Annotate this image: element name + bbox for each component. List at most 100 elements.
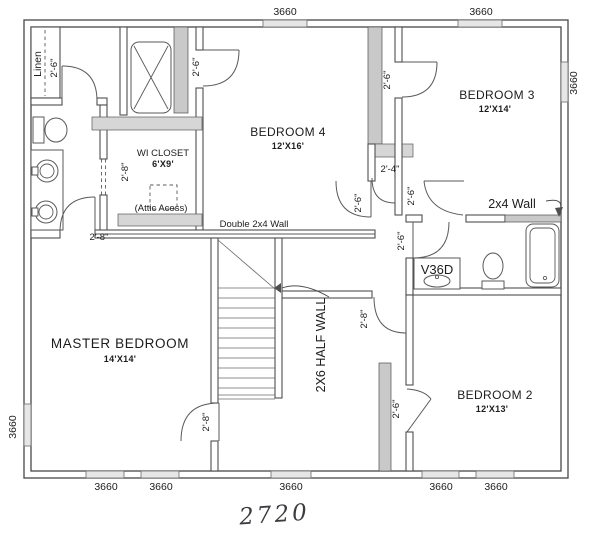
bedroom3-label: BEDROOM 3 [459, 88, 535, 102]
bath2-north-wall-b [465, 214, 506, 223]
stair-treads [218, 287, 275, 400]
fixtures [30, 41, 560, 290]
window-bottom-3 [270, 470, 312, 479]
stair-west-wall-b [210, 440, 219, 472]
bathroom-door [412, 221, 450, 259]
door-dim-2-6: 2'-6" [353, 194, 364, 213]
bedroom4-hall-door [335, 180, 372, 218]
window-dim-label: 3660 [7, 415, 19, 439]
bedroom4-east-chase [367, 26, 383, 145]
stair-west-wall-a [210, 237, 219, 404]
door-dim-2-8: 2'-8" [120, 163, 131, 182]
bath2-north-wall-2x4 [504, 214, 562, 223]
vanity-v36d-icon [413, 257, 461, 290]
window-dim-label: 3660 [429, 481, 453, 493]
master-bedroom-label: MASTER BEDROOM [51, 336, 189, 351]
bedroom4-label: BEDROOM 4 [250, 125, 326, 139]
hall-closet-shelf [370, 143, 414, 158]
bedroom2-west-wall-b [405, 431, 414, 472]
attic-access-hatch [149, 184, 178, 210]
window-right [560, 61, 569, 103]
wi-closet-west-wall-b [99, 194, 108, 233]
hall-corridor-door [373, 296, 407, 334]
window-top-1 [262, 19, 308, 28]
wall-type-labels: Double 2x4 Wall 2x4 Wall 2X6 HALF WALL V… [220, 197, 536, 392]
window-dim-label: 3660 [568, 71, 580, 95]
window-bottom-5 [475, 470, 515, 479]
annotation-arrows [274, 199, 563, 298]
master-bedroom-size: 14'X14' [104, 354, 136, 364]
staircase [217, 239, 276, 400]
windows [23, 19, 569, 479]
door-dimension-labels: 2'-6" 2'-6" 2'-6" 2'-6" 2'-6" 2'-6" 2'-6… [49, 58, 417, 432]
bedroom4-top-door [202, 49, 240, 87]
double-2x4-wall-label: Double 2x4 Wall [220, 219, 289, 230]
window-dim-label: 3660 [469, 6, 493, 18]
room-labels: MASTER BEDROOM 14'X14' BEDROOM 4 12'X16'… [32, 51, 535, 414]
door-dim-2-6: 2'-6" [49, 59, 60, 78]
bedroom4-west-wall-b [195, 87, 204, 233]
half-wall-arrowhead [274, 283, 281, 293]
stair-east-half-wall [274, 237, 283, 399]
corridor-east-wall [405, 257, 414, 296]
door-dim-2-6: 2'-6" [382, 71, 393, 90]
wi-closet-west-wall-a [99, 104, 108, 160]
wi-closet-label: WI CLOSET [137, 148, 189, 159]
window-bottom-4 [421, 470, 460, 479]
bath2-north-wall-a [405, 214, 423, 223]
toilet-icon [32, 116, 68, 144]
shower-east-chase [173, 26, 189, 114]
half-wall-poche [378, 362, 392, 472]
bedroom3-west-wall-a [394, 26, 403, 63]
doors [59, 49, 464, 442]
interior-walls [30, 26, 562, 472]
hall-closet-door [371, 177, 396, 204]
half-wall-arrow [281, 285, 330, 298]
bedroom2-size: 12'X13' [476, 404, 508, 414]
linen-label: Linen [32, 51, 44, 77]
wi-closet-shelf-top [91, 116, 203, 131]
bath-entry-door [61, 65, 98, 102]
wi-closet-shelf-bottom [117, 213, 203, 227]
bathtub-icon [525, 223, 560, 288]
door-dim-2-6: 2'-6" [396, 232, 407, 251]
bedroom3-door [401, 61, 438, 98]
2x4-wall-label: 2x4 Wall [488, 197, 535, 211]
window-dimension-labels: 3660 3660 3660 3660 3660 3660 3660 3660 … [7, 6, 580, 493]
window-left [23, 403, 32, 447]
window-dim-label: 3660 [484, 481, 508, 493]
bedroom4-size: 12'X16' [272, 141, 304, 151]
handwritten-note: 2720 [237, 500, 310, 531]
double-wall-a [30, 229, 61, 239]
double-vanity-icon [30, 149, 64, 231]
window-bottom-2 [140, 470, 180, 479]
door-dim-2-6: 2'-6" [191, 58, 202, 77]
door-dim-2-8: 2'-8" [201, 413, 212, 432]
2x6-half-wall-label: 2X6 HALF WALL [314, 298, 328, 393]
window-dim-label: 3660 [149, 481, 173, 493]
window-top-2 [457, 19, 503, 28]
attic-access-label: (Attic Acess) [135, 203, 188, 214]
bedroom2-west-wall-a [405, 294, 414, 386]
hall-south-wall [281, 290, 373, 299]
shower-icon [130, 41, 172, 114]
door-dim-2-8: 2'-8" [359, 310, 370, 329]
window-bottom-1 [85, 470, 125, 479]
bath-north-wall-b [96, 97, 108, 106]
stair-break-line [217, 239, 276, 290]
vanity-model-label: V36D [421, 262, 454, 277]
door-dim-2-6: 2'-6" [391, 400, 402, 419]
bedroom3-size: 12'X14' [479, 104, 511, 114]
window-dim-label: 3660 [273, 6, 297, 18]
door-dim-2-8: 2'-8" [90, 232, 109, 243]
bedroom4-west-wall-a [195, 26, 204, 51]
bedroom3-west-wall-b [394, 97, 403, 216]
door-dim-2-4: 2'-4" [381, 164, 400, 175]
hall-west-stub [367, 143, 376, 182]
door-dim-2-6: 2'-6" [406, 187, 417, 206]
bedroom2-label: BEDROOM 2 [457, 388, 533, 402]
bedroom3-lower-door [423, 180, 464, 216]
shower-west-wall [119, 26, 128, 116]
